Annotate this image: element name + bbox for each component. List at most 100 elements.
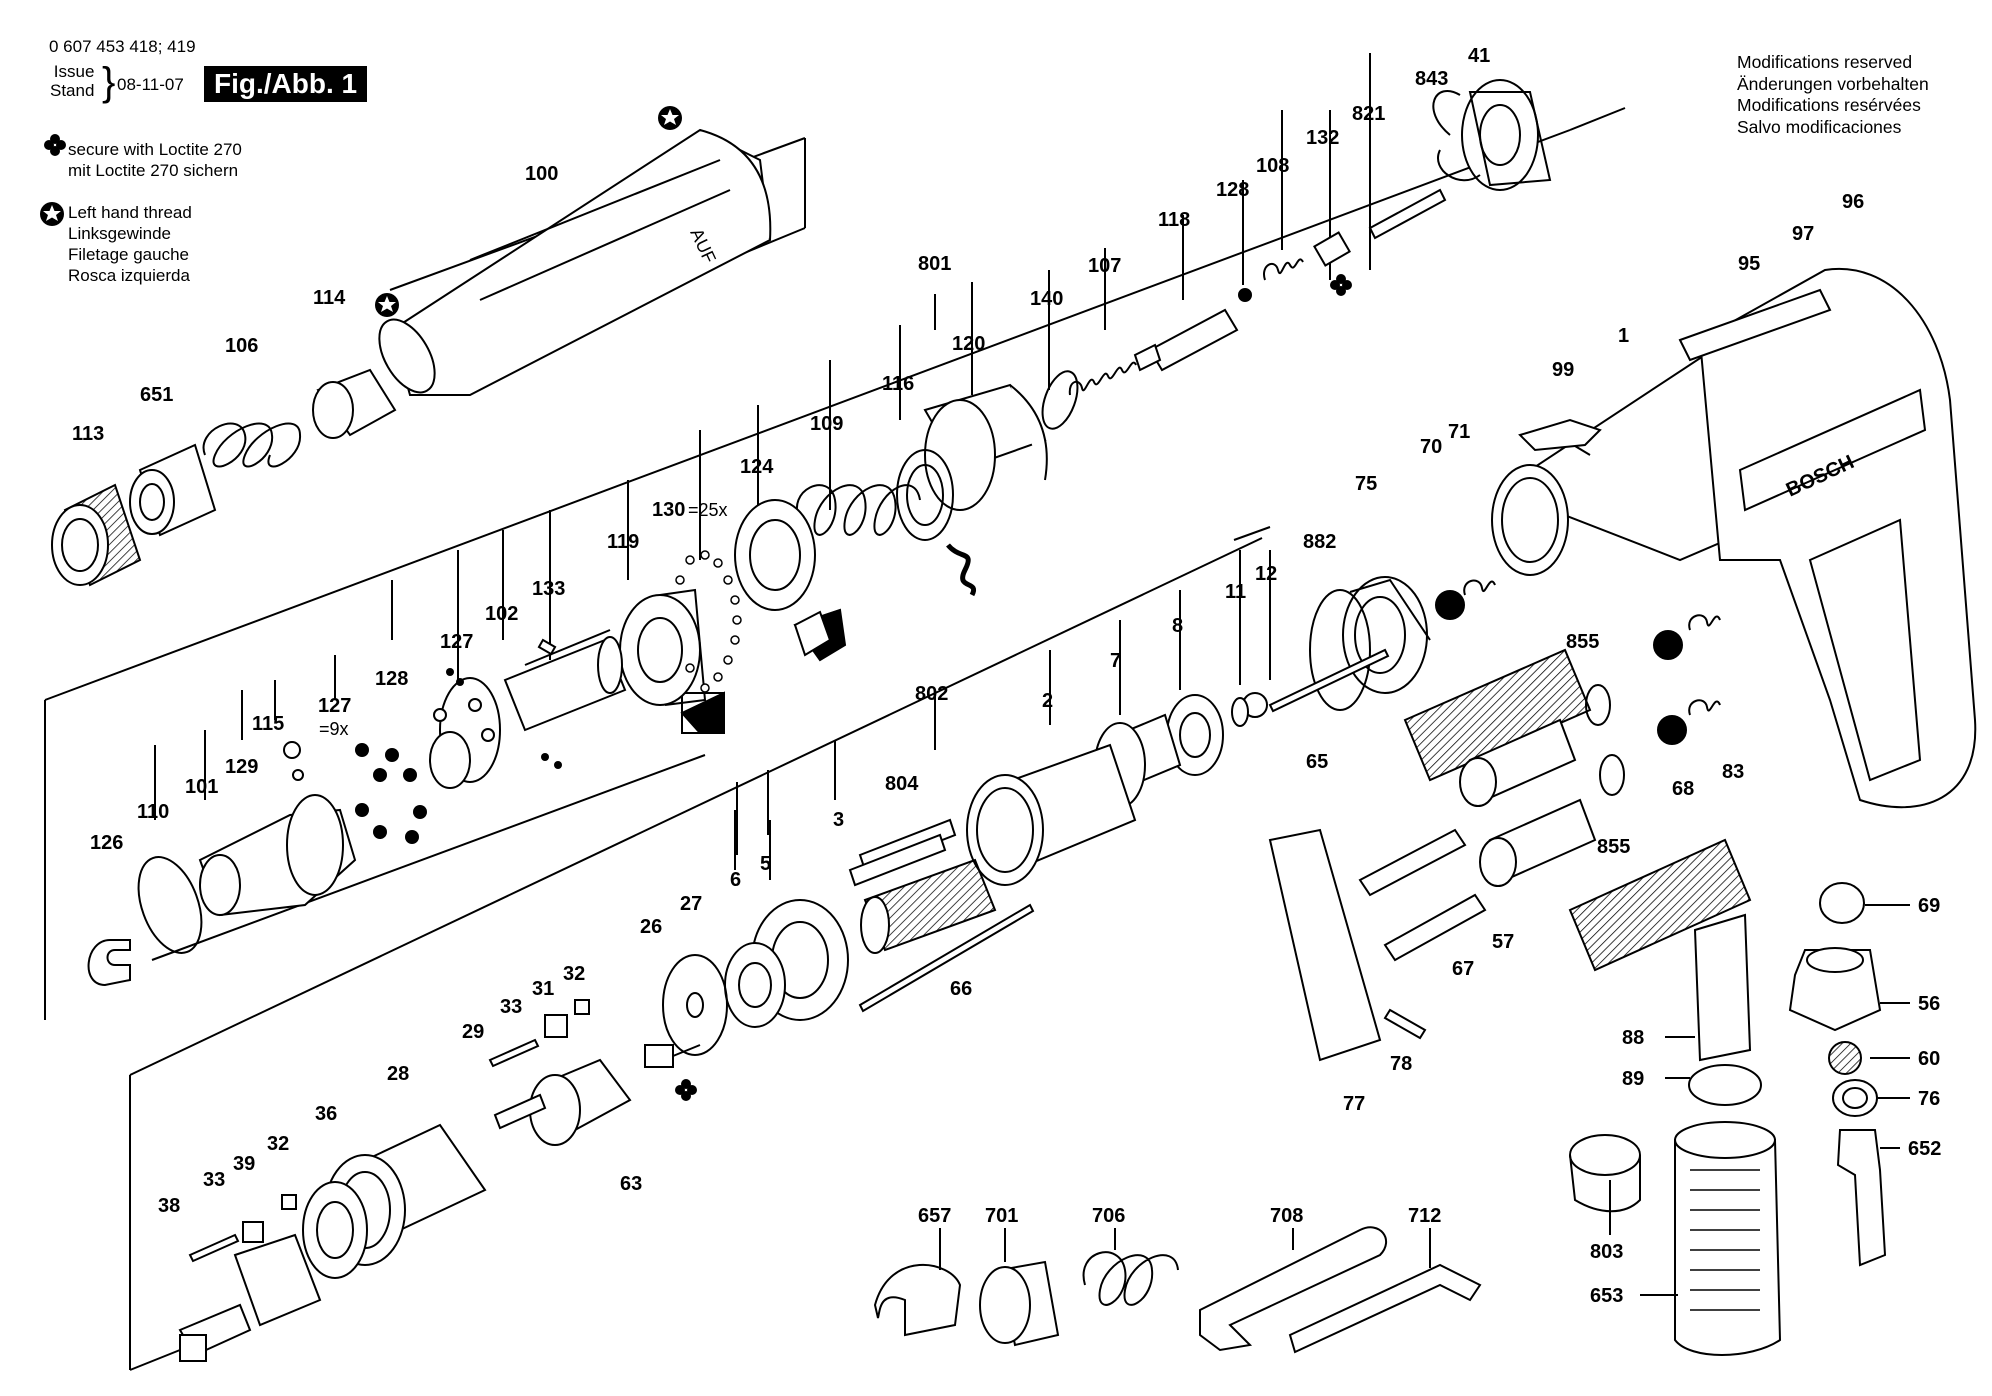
callout-855a: 855 <box>1566 631 1599 653</box>
sleeve-701 <box>979 1260 1060 1347</box>
callout-5: 5 <box>760 853 771 875</box>
callout-69: 69 <box>1918 895 1940 917</box>
oring-69 <box>1819 882 1865 924</box>
oring-140 <box>1041 370 1079 430</box>
callout-31: 31 <box>532 978 554 1000</box>
callout-27: 27 <box>680 893 702 915</box>
callout-6: 6 <box>730 869 741 891</box>
callout-128a: 128 <box>1216 179 1249 201</box>
issue-label: Issue <box>53 62 95 81</box>
pistol-grip-96: BOSCH <box>1698 267 1977 809</box>
cage-127 <box>429 677 501 789</box>
washer-27 <box>662 954 728 1056</box>
callout-657: 657 <box>918 1205 951 1227</box>
ball-68b <box>1657 715 1687 745</box>
callout-12: 12 <box>1255 563 1277 585</box>
callout-108: 108 <box>1256 155 1289 177</box>
callout-1: 1 <box>1618 325 1629 347</box>
callout-130: 130 <box>652 499 685 521</box>
pin-33b <box>188 1233 240 1263</box>
callout-39: 39 <box>233 1153 255 1175</box>
callout-33b: 33 <box>203 1169 225 1191</box>
rod-65 <box>1268 648 1390 713</box>
band-99 <box>1518 418 1602 452</box>
hex-key-712 <box>1288 1263 1482 1354</box>
callout-32b: 32 <box>267 1133 289 1155</box>
lh-thread-note-fr: Filetage gauche <box>68 245 189 264</box>
washer-11 <box>1231 697 1249 727</box>
callout-88: 88 <box>1622 1027 1644 1049</box>
ball-70 <box>1435 590 1465 620</box>
callout-41: 41 <box>1468 45 1490 67</box>
loctite-note-de: mit Loctite 270 sichern <box>68 161 239 180</box>
figure-label: Fig./Abb. 1 <box>204 66 368 102</box>
spindle-102 <box>503 629 627 732</box>
ring-124 <box>734 499 816 611</box>
grease-symbol-a <box>793 608 847 662</box>
lower-leaders <box>939 904 1910 1296</box>
callout-115: 115 <box>252 713 284 735</box>
nut-651 <box>129 443 217 537</box>
callout-11: 11 <box>1225 581 1246 603</box>
key-133 <box>537 638 557 656</box>
spring-108 <box>1263 258 1304 281</box>
nameplate-95 <box>1678 288 1832 362</box>
callout-83: 83 <box>1722 761 1744 783</box>
grease-symbol-b <box>680 691 725 734</box>
oring-855b <box>1599 754 1625 796</box>
issue-date: 08-11-07 <box>117 75 184 94</box>
callout-36: 36 <box>315 1103 337 1125</box>
muffler-653 <box>1674 1121 1782 1356</box>
callout-99: 99 <box>1552 359 1574 381</box>
loctite-marker-26 <box>675 1079 697 1101</box>
seal-89 <box>1688 1064 1762 1106</box>
sleeve-part <box>312 368 397 439</box>
callout-119: 119 <box>607 531 639 553</box>
callout-70: 70 <box>1420 436 1442 458</box>
pin-67b <box>1383 893 1487 962</box>
callout-75: 75 <box>1355 473 1377 495</box>
valve-57b <box>1479 798 1597 887</box>
callout-133: 133 <box>532 578 565 600</box>
callout-3: 3 <box>833 809 844 831</box>
hose-fitting-652 <box>1836 1129 1887 1267</box>
planet-carrier-63 <box>529 1058 632 1146</box>
wrench-708 <box>1199 1226 1387 1352</box>
modifications-es: Salvo modificaciones <box>1737 116 1902 137</box>
ball-128a <box>1238 288 1252 302</box>
callout-651: 651 <box>140 384 173 406</box>
callout-28: 28 <box>387 1063 409 1085</box>
callout-77: 77 <box>1343 1093 1365 1115</box>
spindle-housing-part: AUF <box>378 128 772 396</box>
housing-120 <box>923 383 1048 511</box>
callout-882: 882 <box>1303 531 1336 553</box>
callout-129: 129 <box>225 756 258 778</box>
clip-126 <box>87 939 131 987</box>
ball-68a <box>1653 630 1683 660</box>
callout-116: 116 <box>882 373 914 395</box>
output-spindle-38 <box>178 1233 322 1362</box>
lh-thread-marker-114 <box>375 293 399 317</box>
pin-118 <box>1133 308 1239 372</box>
callout-102: 102 <box>485 603 518 625</box>
callout-63: 63 <box>620 1173 642 1195</box>
ring-116 <box>896 449 954 541</box>
ball-ring-130 <box>675 550 742 693</box>
gear-32a <box>574 999 590 1015</box>
callout-26: 26 <box>640 916 662 938</box>
lh-thread-marker-100 <box>658 106 682 130</box>
callout-804: 804 <box>885 773 919 795</box>
knurled-ring-113 <box>51 483 142 587</box>
callout-76: 76 <box>1918 1088 1940 1110</box>
oring-882 <box>1309 589 1371 711</box>
lh-thread-note-en: Left hand thread <box>68 203 192 222</box>
callout-113: 113 <box>72 423 104 445</box>
callout-56: 56 <box>1918 993 1940 1015</box>
lh-thread-symbol <box>40 202 64 226</box>
modifications-de: Änderungen vorbehalten <box>1737 73 1929 94</box>
pin-33a <box>488 1038 540 1068</box>
callout-712: 712 <box>1408 1205 1441 1227</box>
spring-83b <box>1688 699 1721 716</box>
